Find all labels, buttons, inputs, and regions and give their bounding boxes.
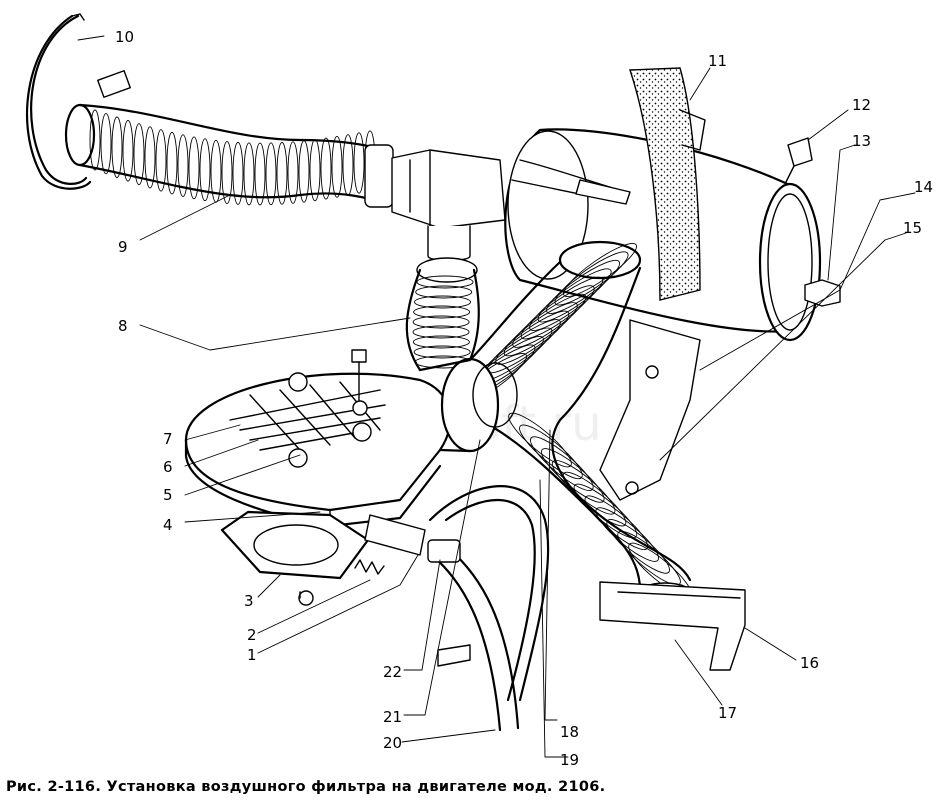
hose-rib [512, 293, 587, 348]
intake-connector [391, 149, 506, 262]
hose-rib [221, 141, 233, 204]
cold-air-hose [405, 257, 480, 372]
hose-rib [133, 123, 145, 186]
gasket [220, 510, 370, 606]
hose-rib [177, 134, 189, 197]
callout-9: 9 [118, 238, 128, 256]
hose-rib [232, 141, 244, 205]
hose-rib [413, 305, 471, 319]
hose-rib [320, 137, 332, 200]
hose-rib [412, 315, 470, 329]
hose-rib [100, 113, 112, 175]
manifold-shield [599, 581, 746, 671]
callout-17: 17 [718, 704, 737, 722]
callout-20: 20 [383, 734, 402, 752]
hose-rib [199, 138, 211, 202]
hose-rib [617, 530, 681, 586]
callout-18: 18 [560, 723, 579, 741]
leader-lines [77, 35, 916, 758]
hose-rib [309, 139, 321, 202]
hose-rib [412, 335, 470, 349]
hose-rib [331, 135, 343, 198]
hose-rib [166, 131, 178, 195]
callout-21: 21 [383, 708, 402, 726]
callout-10: 10 [115, 28, 134, 46]
callout-7: 7 [163, 430, 173, 448]
callout-2: 2 [247, 626, 257, 644]
filter-cover [184, 349, 452, 528]
hose-rib [298, 140, 310, 203]
warm-air-hose [64, 70, 394, 208]
hose-rib [155, 129, 167, 192]
hose-rib [415, 285, 473, 299]
hose-rib [546, 259, 621, 314]
callout-3: 3 [244, 592, 254, 610]
hose-rib [265, 142, 277, 206]
crankcase-hoses [427, 485, 550, 732]
callout-22: 22 [383, 663, 402, 681]
callout-4: 4 [163, 516, 173, 534]
hose-rib [342, 134, 354, 196]
hose-rib [122, 119, 134, 182]
hose-rib [520, 285, 595, 340]
hose-rib [563, 243, 637, 297]
hose-rib [254, 142, 266, 206]
hose-rib [287, 141, 299, 204]
callout-19: 19 [560, 751, 579, 769]
callout-5: 5 [163, 486, 173, 504]
callout-15: 15 [903, 219, 922, 237]
hose-rib [537, 268, 612, 323]
fastener-spring [354, 514, 426, 575]
support-bracket [599, 319, 701, 501]
hose-rib [144, 126, 156, 189]
hose-rib [414, 295, 471, 309]
hose-rib [276, 142, 288, 205]
hose-rib [89, 109, 101, 171]
hose-rib [353, 132, 365, 194]
hose-rib [554, 251, 629, 306]
callout-14: 14 [914, 178, 933, 196]
callout-numbers: 10 11 12 13 14 15 9 8 7 6 5 4 3 2 1 16 1… [115, 28, 933, 769]
callout-1: 1 [247, 646, 257, 664]
callout-8: 8 [118, 317, 128, 335]
callout-12: 12 [852, 96, 871, 114]
intake-bracket [25, 13, 92, 190]
figure-caption: Рис. 2-116. Установка воздушного фильтра… [6, 779, 606, 795]
callout-6: 6 [163, 458, 173, 476]
callout-11: 11 [708, 52, 727, 70]
hose-rib [416, 275, 474, 289]
hose-rib [529, 276, 604, 331]
hose-rib [188, 136, 200, 200]
hose-rib [243, 142, 255, 206]
hose-rib [111, 116, 123, 178]
hose-rib [413, 345, 471, 359]
hose-rib [503, 302, 578, 357]
callout-13: 13 [852, 132, 871, 150]
callout-16: 16 [800, 654, 819, 672]
outlet-horn [418, 357, 518, 453]
hose-rib [412, 325, 470, 339]
